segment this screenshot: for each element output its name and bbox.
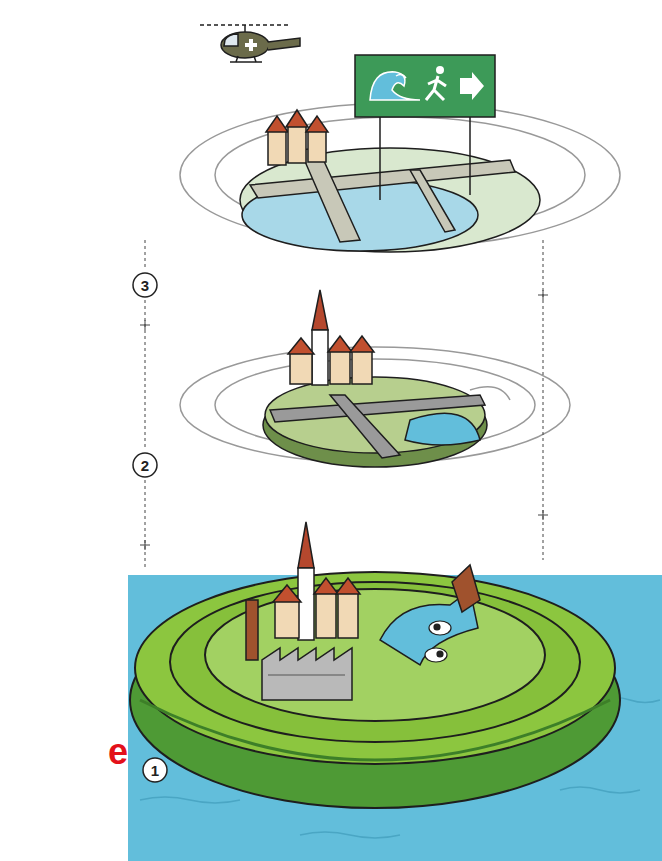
layer-guide-lines-part [145,240,146,270]
evacuation-town-part [286,110,308,127]
dike-ring-island [130,572,620,808]
spatial-planning-layer-part [270,395,485,422]
callout-number: 2 [141,458,149,473]
rescue-helicopter [200,25,300,62]
evacuation-town-part [288,125,306,163]
factory-part [268,674,345,676]
callout-circles-part [133,453,157,477]
spatial-planning-layer [180,347,570,467]
raised-town-part [350,336,374,352]
raised-town-part [312,330,328,385]
village-church-part [275,600,299,638]
callout-circles [133,273,167,782]
cows-part [429,621,451,635]
callout-number: 1 [151,763,159,778]
cows [425,621,451,662]
water-part [300,832,400,838]
factory-part [246,600,258,660]
evacuation-town [266,110,328,165]
evacuation-sign-part [355,55,495,117]
evacuation-town-part [266,116,288,132]
village-church-part [298,568,314,640]
evacuation-sign-part [460,72,484,100]
emergency-response-layer [180,103,620,252]
village-church-part [336,578,360,594]
plus-marks-part [140,320,150,330]
raised-town-part [288,338,314,354]
raised-town-part [352,350,372,384]
raised-town [288,290,374,385]
evacuation-sign-part [469,115,471,195]
plus-marks [140,290,548,550]
dike-ring-island-part [140,700,610,760]
emergency-response-layer-part [250,160,515,198]
village-church-part [273,585,301,602]
raised-town-part [330,350,350,384]
cropped-title-fragment: e [108,734,128,770]
cows-part [434,624,440,630]
rescue-helicopter-part [236,56,238,62]
rescue-helicopter-part [221,32,269,58]
layer-guide-lines [145,240,543,570]
factory-part [262,648,352,700]
village-church-part [338,592,358,638]
evacuation-sign-part [436,66,444,74]
rescue-helicopter-part [268,38,300,50]
callout-number: 3 [141,278,149,293]
canal-and-lock [380,565,480,665]
village-church-part [298,522,314,568]
spatial-planning-layer-part [330,395,400,458]
plus-marks-part [538,290,548,300]
plus-marks-part [538,510,548,520]
water-part [140,797,240,803]
emergency-response-layer-part [410,170,455,232]
evacuation-town-part [308,130,326,162]
raised-town-part [290,352,312,384]
evacuation-town-part [268,130,286,165]
dike-ring-island-part [135,572,615,764]
cows-part [425,648,447,662]
raised-town-part [312,290,328,330]
spatial-planning-layer-part [470,387,510,400]
rescue-helicopter-part [245,43,257,47]
evacuation-sign-part [426,76,446,100]
plus-marks-part [140,540,150,550]
raised-town-part [328,336,352,352]
evacuation-sign-part [370,72,420,100]
evacuation-sign-part [379,115,381,200]
spatial-planning-layer-part [180,347,570,463]
village-church [273,522,360,640]
layer-guide-lines-part [145,480,146,570]
rescue-helicopter-part [230,61,262,63]
evacuation-sign [355,55,495,200]
canal-and-lock-part [452,565,480,612]
evacuation-sign-part [396,74,406,78]
cows-part [437,651,443,657]
village-church-part [316,592,336,638]
evacuation-town-part [306,116,328,132]
rescue-helicopter-part [254,56,256,62]
callout-circles-part [143,758,167,782]
village-church-part [314,578,338,594]
water-part [560,787,640,793]
dike-ring-island-part [170,582,580,742]
callout-circles-part [133,273,157,297]
spatial-planning-layer-part [405,413,480,445]
rescue-helicopter-part [224,34,238,46]
dike-ring-island-part [205,589,545,721]
